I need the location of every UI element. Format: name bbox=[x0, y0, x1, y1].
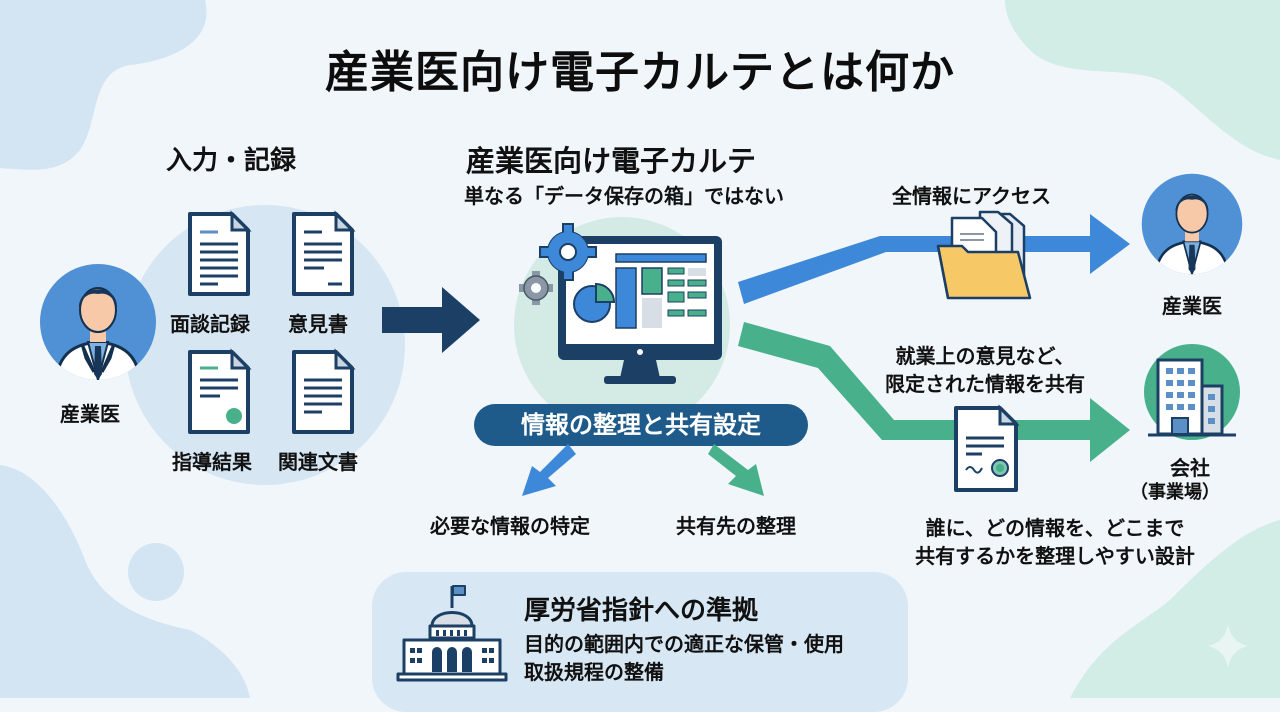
certificate-icon bbox=[954, 404, 1020, 492]
center-heading: 産業医向け電子カルテ bbox=[466, 144, 757, 178]
center-subheading: 単なる「データ保存の箱」ではない bbox=[464, 184, 784, 208]
blue-arrow bbox=[738, 214, 1130, 304]
blob-dot bbox=[128, 543, 184, 601]
branch-left-label: 必要な情報の特定 bbox=[430, 514, 590, 538]
document-icon-opinion bbox=[292, 210, 356, 296]
actor-label: 産業医 bbox=[60, 402, 120, 426]
top-caption: 全情報にアクセス bbox=[892, 184, 1051, 208]
document-icon-interview bbox=[188, 210, 252, 296]
certificate-document-icon bbox=[188, 348, 252, 434]
sparkle-icon bbox=[1208, 624, 1248, 668]
doc-label-interview: 面談記録 bbox=[170, 312, 250, 336]
computer-dashboard-icon bbox=[519, 223, 722, 384]
doc-label-related: 関連文書 bbox=[278, 450, 358, 474]
bottom-target-sublabel: （事業場） bbox=[1130, 482, 1220, 503]
input-circle-bg bbox=[125, 205, 405, 485]
doc-label-opinion: 意見書 bbox=[288, 312, 348, 336]
branch-arrow-left bbox=[522, 444, 576, 496]
doctor-icon-target bbox=[1141, 173, 1243, 275]
gear-icon bbox=[539, 223, 597, 281]
input-arrow bbox=[382, 287, 480, 353]
green-arrow bbox=[738, 322, 1130, 462]
blob-top-left bbox=[0, 0, 207, 170]
sharing-note-line-1: 誰に、どの情報を、どこまで bbox=[925, 516, 1185, 540]
document-icon-related bbox=[292, 348, 356, 434]
compliance-heading: 厚労省指針への準拠 bbox=[524, 596, 759, 626]
bottom-caption: 就業上の意見など、 限定された情報を共有 bbox=[870, 342, 1100, 398]
output-arrows bbox=[738, 214, 1130, 462]
doc-label-guidance: 指導結果 bbox=[172, 450, 252, 474]
small-gear-icon bbox=[519, 271, 553, 305]
bottom-caption-line-1: 就業上の意見など、 bbox=[895, 344, 1075, 368]
blob-bottom-left bbox=[0, 465, 250, 698]
blob-top-right bbox=[1005, 0, 1280, 160]
info-organize-pill: 情報の整理と共有設定 bbox=[474, 404, 808, 446]
building-icon bbox=[1144, 344, 1240, 440]
bottom-caption-line-2: 限定された情報を共有 bbox=[885, 372, 1085, 396]
doctor-icon bbox=[40, 264, 156, 380]
sharing-note: 誰に、どの情報を、どこまで 共有するかを整理しやすい設計 bbox=[880, 514, 1230, 570]
government-building-icon bbox=[396, 585, 508, 682]
folder-icon bbox=[936, 210, 1032, 300]
input-heading: 入力・記録 bbox=[166, 146, 297, 176]
sharing-note-line-2: 共有するかを整理しやすい設計 bbox=[915, 544, 1195, 568]
branch-right-label: 共有先の整理 bbox=[676, 514, 796, 538]
bottom-target-label: 会社 bbox=[1170, 456, 1210, 480]
compliance-line-2: 取扱規程の整備 bbox=[524, 660, 664, 684]
branch-arrow-right bbox=[708, 444, 764, 496]
top-target-label: 産業医 bbox=[1162, 294, 1222, 318]
compliance-line-1: 目的の範囲内での適正な保管・使用 bbox=[524, 632, 844, 656]
page-title: 産業医向け電子カルテとは何か bbox=[325, 47, 955, 98]
